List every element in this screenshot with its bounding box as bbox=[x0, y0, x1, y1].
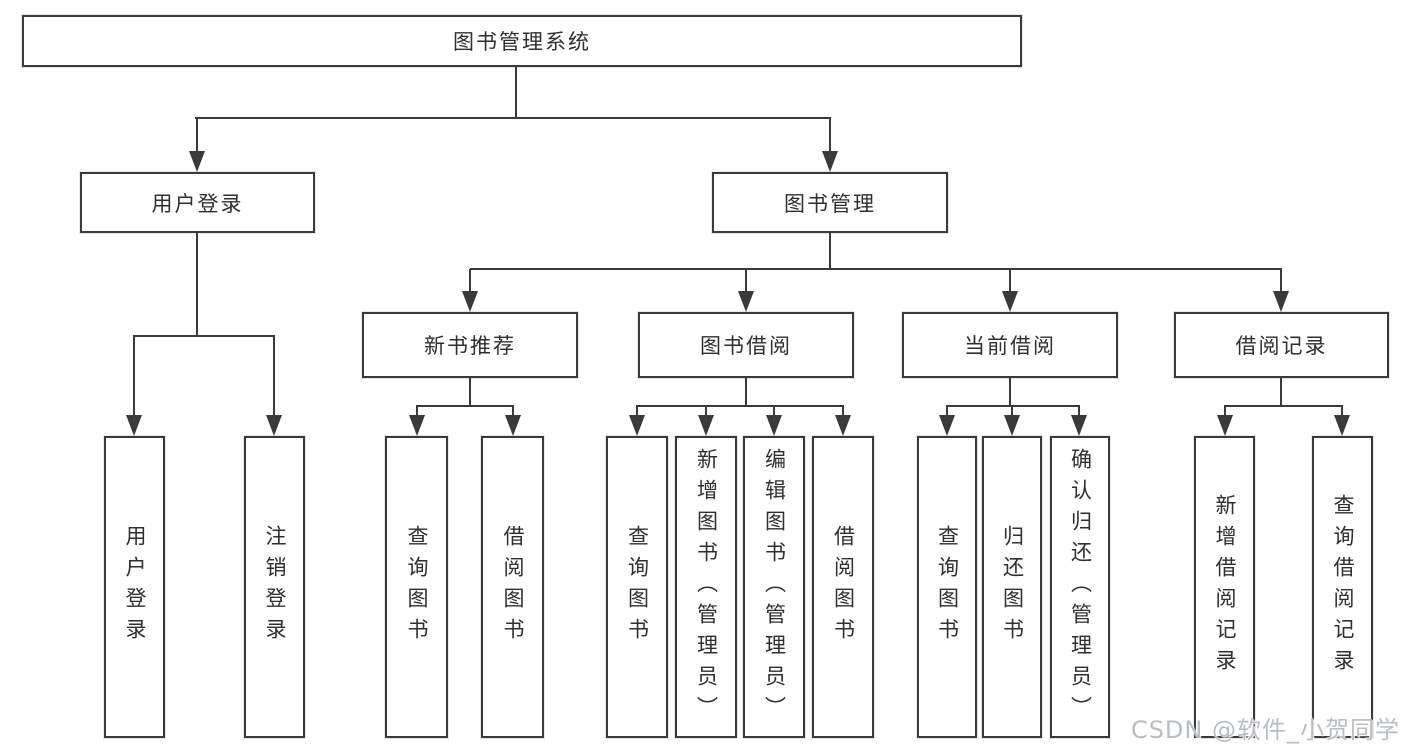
leaf-bb-query-books: 查询图书 bbox=[606, 436, 668, 738]
connector-book-mgmt-trunk bbox=[829, 233, 831, 269]
arrow-down-icon bbox=[1334, 415, 1350, 436]
leaf-bb-borrow-books: 借阅图书 bbox=[812, 436, 874, 738]
connector-stub-user-login bbox=[196, 118, 198, 151]
leaf-bb-edit-books: 编辑图书（管理员） bbox=[743, 436, 805, 738]
connector-stub-current-borrow bbox=[1009, 269, 1011, 291]
connector-new-books-trunk bbox=[469, 378, 471, 406]
connector-stub bbox=[636, 406, 638, 415]
leaf-logout-action: 注销登录 bbox=[244, 436, 305, 738]
node-book-mgmt: 图书管理 bbox=[712, 172, 948, 233]
arrow-down-icon bbox=[505, 415, 521, 436]
node-new-books: 新书推荐 bbox=[362, 312, 578, 378]
arrow-down-icon bbox=[1217, 415, 1233, 436]
leaf-br-query-record: 查询借阅记录 bbox=[1312, 436, 1373, 738]
arrow-down-icon bbox=[462, 291, 478, 312]
leaf-bb-add-books: 新增图书（管理员） bbox=[675, 436, 737, 738]
node-book-borrow: 图书借阅 bbox=[638, 312, 854, 378]
leaf-user-login-action: 用户登录 bbox=[104, 436, 165, 738]
arrow-down-icon bbox=[939, 415, 955, 436]
connector-stub-book-borrow bbox=[745, 269, 747, 291]
leaf-cb-confirm-return: 确认归还（管理员） bbox=[1050, 436, 1110, 738]
connector-stub bbox=[512, 406, 514, 415]
connector-groupD-rail bbox=[946, 405, 1080, 407]
connector-stub bbox=[1224, 406, 1226, 415]
arrow-down-icon bbox=[766, 415, 782, 436]
arrow-down-icon bbox=[409, 415, 425, 436]
connector-user-login-trunk bbox=[196, 233, 198, 337]
connector-stub bbox=[1078, 406, 1080, 415]
arrow-down-icon bbox=[835, 415, 851, 436]
connector-stub bbox=[842, 406, 844, 415]
leaf-cb-query-books: 查询图书 bbox=[917, 436, 977, 738]
node-root: 图书管理系统 bbox=[22, 15, 1022, 67]
connector-stub bbox=[773, 406, 775, 415]
connector-stub-new-books bbox=[469, 269, 471, 291]
arrow-down-icon bbox=[1002, 291, 1018, 312]
leaf-nb-borrow-books: 借阅图书 bbox=[481, 436, 544, 738]
leaf-nb-query-books: 查询图书 bbox=[385, 436, 448, 738]
node-borrow-records: 借阅记录 bbox=[1174, 312, 1389, 378]
connector-borrow-records-trunk bbox=[1280, 378, 1282, 406]
node-current-borrow: 当前借阅 bbox=[902, 312, 1118, 378]
connector-stub-book-mgmt bbox=[829, 118, 831, 151]
arrow-down-icon bbox=[1004, 415, 1020, 436]
leaf-cb-return-books: 归还图书 bbox=[982, 436, 1042, 738]
connector-stub bbox=[705, 406, 707, 415]
arrow-down-icon bbox=[629, 415, 645, 436]
connector-stub bbox=[1341, 406, 1343, 415]
arrow-down-icon bbox=[189, 151, 205, 172]
connector-stub-logout-leaf bbox=[273, 336, 275, 415]
connector-current-borrow-trunk bbox=[1009, 378, 1011, 406]
connector-groupC-rail bbox=[636, 405, 844, 407]
arrow-down-icon bbox=[738, 291, 754, 312]
connector-groupE-rail bbox=[1224, 405, 1343, 407]
connector-stub bbox=[946, 406, 948, 415]
node-user-login: 用户登录 bbox=[80, 172, 315, 233]
connector-groupB-rail bbox=[416, 405, 514, 407]
leaf-br-add-record: 新增借阅记录 bbox=[1194, 436, 1255, 738]
connector-level3-rail bbox=[470, 268, 1282, 270]
arrow-down-icon bbox=[266, 415, 282, 436]
connector-stub-borrow-records bbox=[1280, 269, 1282, 291]
connector-level2-rail bbox=[195, 117, 831, 119]
arrow-down-icon bbox=[1071, 415, 1087, 436]
connector-book-borrow-trunk bbox=[745, 378, 747, 406]
arrow-down-icon bbox=[698, 415, 714, 436]
connector-stub bbox=[1011, 406, 1013, 415]
connector-groupA-rail bbox=[133, 335, 275, 337]
csdn-watermark: CSDN @软件_小贺同学 bbox=[1130, 716, 1400, 744]
connector-stub bbox=[416, 406, 418, 415]
connector-root-trunk bbox=[515, 67, 517, 118]
connector-stub-login-leaf bbox=[133, 336, 135, 415]
arrow-down-icon bbox=[822, 151, 838, 172]
arrow-down-icon bbox=[1273, 291, 1289, 312]
arrow-down-icon bbox=[126, 415, 142, 436]
